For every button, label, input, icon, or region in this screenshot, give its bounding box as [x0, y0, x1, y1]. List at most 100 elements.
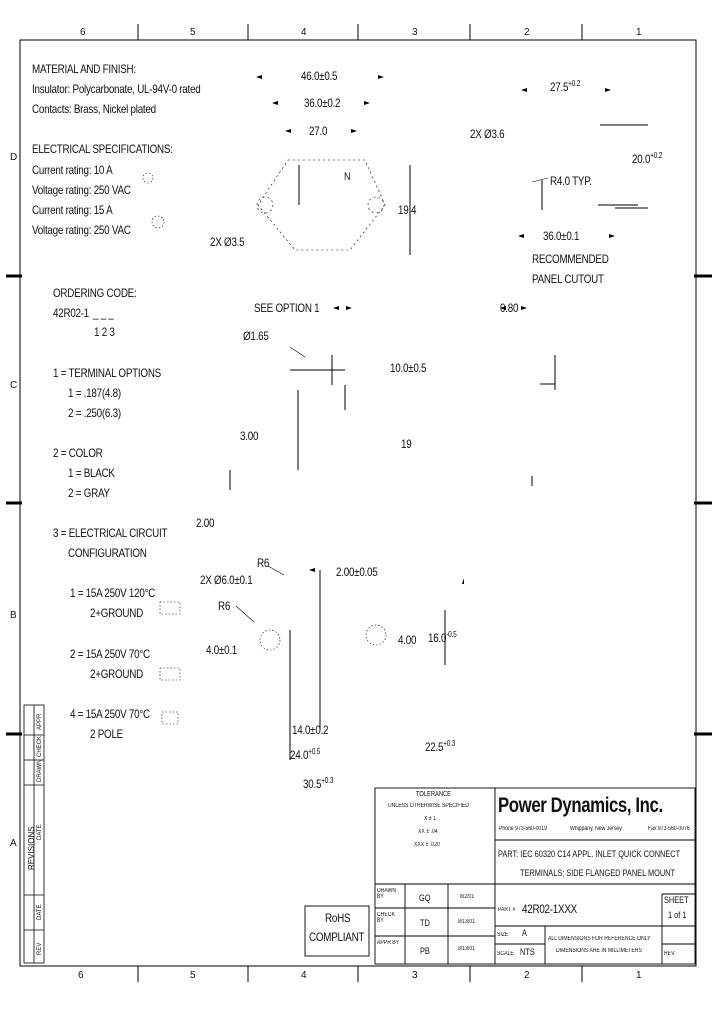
rev-col-rev: REV: [37, 942, 43, 955]
dim-2: 2.00: [196, 516, 215, 530]
drawn-date: 8/2/01: [460, 894, 475, 900]
dim-30-5: 30.5+0.3: [303, 776, 334, 791]
current-15-note: Current rating: 15 A: [32, 203, 113, 217]
rev-label: REV:: [664, 951, 676, 957]
rev-col-check: CHECK: [37, 735, 43, 757]
zone-bottom-1: 1: [636, 970, 642, 981]
rev-col-drawn: DRAWN: [37, 759, 43, 782]
insulator-note: Insulator: Polycarbonate, UL-94V-0 rated: [32, 82, 201, 96]
rohs-label: RoHS: [325, 911, 351, 925]
option1-title: 1 = TERMINAL OPTIONS: [53, 366, 161, 380]
cutout-line2: PANEL CUTOUT: [532, 272, 604, 286]
dim-1-65: Ø1.65: [243, 329, 269, 343]
material-title: MATERIAL AND FINISH:: [32, 62, 136, 76]
tolerance-xxx: XXX ± .020: [414, 842, 440, 848]
option3-a-line2: 2+GROUND: [90, 606, 143, 620]
voltage-250a-note: Voltage rating: 250 VAC: [32, 183, 131, 197]
dim-27-5: 27.5+0.2: [550, 79, 581, 94]
rev-col-appr: APPR: [37, 713, 43, 730]
rohs-compliant: COMPLIANT: [309, 930, 365, 944]
drawn-by: GQ: [419, 893, 431, 903]
dim-46: 46.0±0.5: [301, 69, 338, 83]
dim-2-05: 2.00±0.05: [336, 565, 378, 579]
voltage-250b-note: Voltage rating: 250 VAC: [32, 223, 131, 237]
zone-top-4: 4: [301, 27, 307, 38]
dim-27: 27.0: [309, 124, 328, 138]
dim-10: 10.0±0.5: [390, 361, 427, 375]
face-n: N: [344, 171, 351, 183]
size-value: A: [522, 928, 527, 938]
revisions-title: REVISIONS: [27, 826, 36, 870]
check-label: CHECK BY: [377, 912, 395, 924]
dim-22-5: 22.5+0.3: [425, 739, 456, 754]
sheet-count: 1 of 1: [668, 910, 687, 920]
option3-b-line2: 2+GROUND: [90, 667, 143, 681]
dim-16: 16.0-0.5: [428, 630, 457, 645]
appr-date: 8/13/01: [458, 946, 476, 952]
option3-a: 1 = 15A 250V 120°C: [70, 586, 156, 600]
zone-top-3: 3: [412, 27, 418, 38]
company-fax: Fax 973-560-0076: [648, 826, 690, 832]
tolerance-title: TOLERANCE: [416, 791, 451, 798]
size-label: SIZE: [497, 932, 509, 938]
dim-36: 36.0±0.2: [304, 96, 341, 110]
option1-b: 2 = .250(6.3): [68, 406, 121, 420]
dim-r6-a: R6: [257, 556, 270, 570]
zone-side-d: D: [10, 152, 18, 163]
zone-bottom-2: 2: [524, 970, 530, 981]
zone-bottom-3: 3: [412, 970, 418, 981]
zone-top-1: 1: [636, 27, 642, 38]
units-note: DIMENSIONS ARE IN MILLIMETERS: [556, 948, 642, 954]
appr-by: PB: [420, 946, 430, 956]
tolerance-subtitle: UNLESS OTHERWISE SPECIFIED: [388, 803, 469, 809]
zone-bottom-4: 4: [301, 970, 307, 981]
ordering-code: 42R02-1: [53, 306, 90, 320]
zone-top-5: 5: [190, 27, 196, 38]
option1-a: 1 = .187(4.8): [68, 386, 121, 400]
ordering-blanks: _ _ _: [93, 306, 114, 320]
zone-side-a: A: [10, 838, 17, 849]
option3-title: 3 = ELECTRICAL CIRCUIT: [53, 526, 168, 540]
option2-title: 2 = COLOR: [53, 446, 103, 460]
option3-title-line2: CONFIGURATION: [68, 546, 147, 560]
ordering-title: ORDERING CODE:: [53, 286, 137, 300]
company-name: Power Dynamics, Inc.: [498, 794, 663, 817]
dim-r4: R4.0 TYP.: [550, 174, 592, 188]
part-description-2: TERMINALS; SIDE FLANGED PANEL MOUNT: [520, 868, 676, 878]
dim-hole-6: 2X Ø6.0±0.1: [200, 573, 253, 587]
scale-label: SCALE: [497, 951, 514, 957]
sheet-label: SHEET: [664, 895, 689, 905]
dim-19-4: 19.4: [398, 203, 417, 217]
tolerance-xx: XX ± .04: [418, 829, 438, 835]
part-description-1: PART: IEC 60320 C14 APPL. INLET QUICK CO…: [498, 849, 681, 859]
scale-value: NTS: [520, 947, 535, 957]
reference-note: ALL DIMENSIONS FOR REFERENCE ONLY: [548, 936, 651, 942]
rev-col-date-1: DATE: [37, 824, 43, 840]
tolerance-x: X ± 1: [424, 816, 436, 822]
dim-r6-b: R6: [218, 599, 231, 613]
zone-top-2: 2: [524, 27, 530, 38]
zone-side-b: B: [10, 610, 17, 621]
drawn-label: DRAWN BY: [377, 888, 397, 900]
zone-top-6: 6: [80, 27, 86, 38]
dim-20: 20.0+0.2: [632, 151, 663, 166]
cutout-line1: RECOMMENDED: [532, 252, 609, 266]
option2-a: 1 = BLACK: [68, 466, 115, 480]
part-number: 42R02-1XXX: [522, 902, 577, 916]
dim-3: 3.00: [240, 429, 259, 443]
electrical-title: ELECTRICAL SPECIFICATIONS:: [32, 142, 173, 156]
option3-c-line2: 2 POLE: [90, 727, 123, 741]
dim-14: 14.0±0.2: [292, 723, 329, 737]
rev-col-date-2: DATE: [37, 904, 43, 920]
dim-hole-3-5: 2X Ø3.5: [210, 235, 245, 249]
option3-c: 4 = 15A 250V 70°C: [70, 707, 150, 721]
current-10-note: Current rating: 10 A: [32, 163, 113, 177]
ordering-positions: 1 2 3: [94, 325, 115, 339]
part-no-label: PART #: [498, 907, 516, 913]
company-city: Whippany, New Jersey: [570, 826, 622, 832]
option2-b: 2 = GRAY: [68, 486, 110, 500]
option3-b: 2 = 15A 250V 70°C: [70, 647, 150, 661]
check-by: TD: [420, 918, 430, 928]
dim-36-1: 36.0±0.1: [543, 229, 580, 243]
